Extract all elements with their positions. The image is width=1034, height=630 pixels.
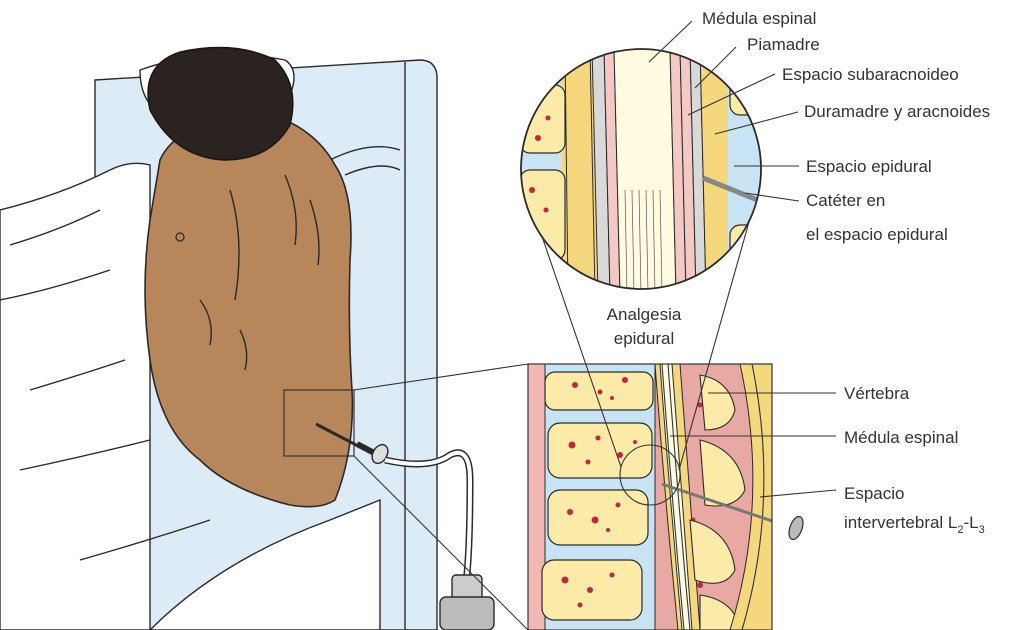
label-analgesia-line1: Analgesia: [607, 305, 682, 324]
label-piamadre: Piamadre: [747, 35, 820, 54]
label-vertebra: Vértebra: [844, 384, 910, 403]
label-espacio-intervertebral-line1: Espacio: [844, 484, 904, 503]
label-cateter-line2: el espacio epidural: [806, 225, 948, 244]
label-analgesia-line2: epidural: [614, 329, 675, 348]
label-espacio-epidural: Espacio epidural: [806, 157, 932, 176]
label-espacio-subaracnoideo: Espacio subaracnoideo: [782, 65, 959, 84]
label-espacio-intervertebral-line2: intervertebral L2-L3: [844, 513, 985, 536]
label-medula-espinal-bottom: Médula espinal: [844, 428, 958, 447]
label-duramadre-aracnoides: Duramadre y aracnoides: [804, 102, 990, 121]
label-cateter-line1: Catéter en: [806, 191, 885, 210]
label-medula-espinal-top: Médula espinal: [702, 9, 816, 28]
spine-section: [528, 364, 790, 630]
filter-connector: [440, 575, 494, 630]
